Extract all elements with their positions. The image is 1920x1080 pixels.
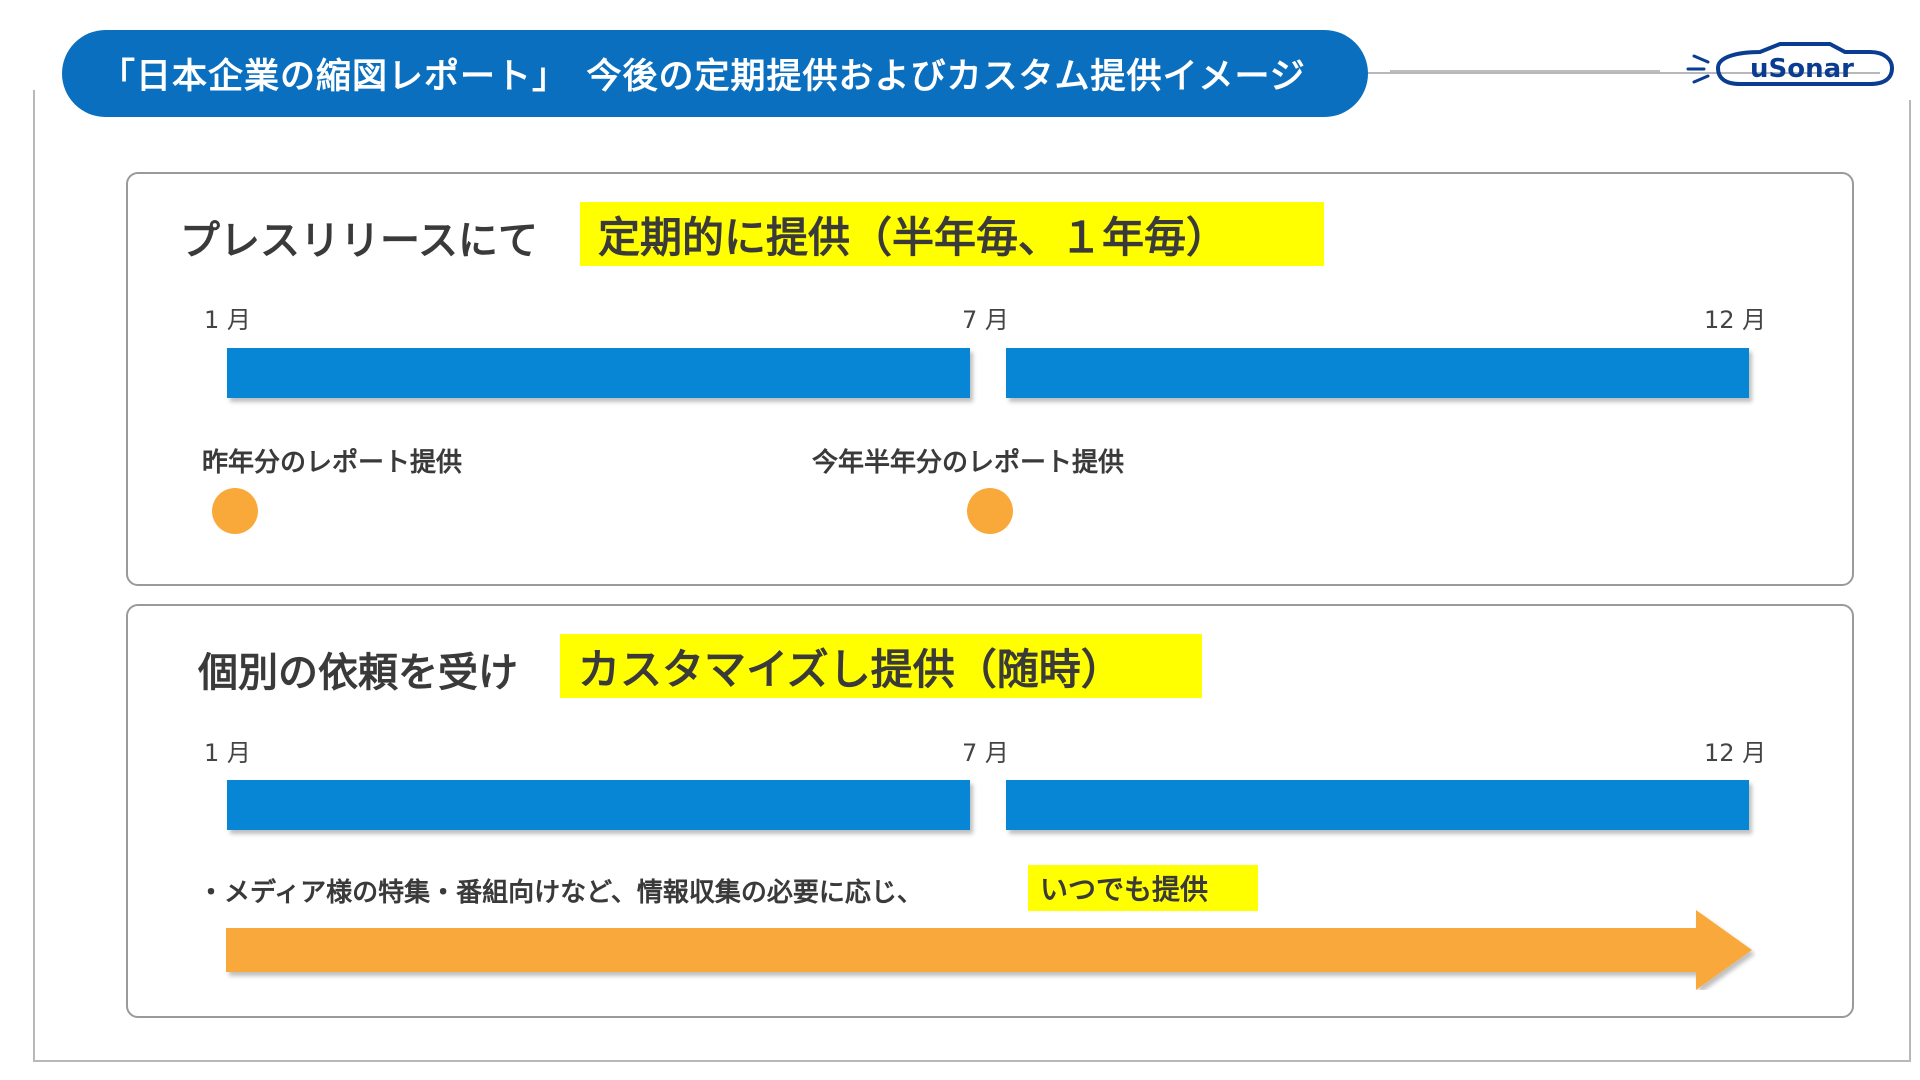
month-label-dec: 12 月 [1704,739,1767,767]
periodic-heading: プレスリリースにて [180,218,538,264]
half-year-report-label: 今年半年分のレポート提供 [812,448,1125,478]
custom-note-highlight: いつでも提供 [1028,865,1258,911]
periodic-highlight: 定期的に提供（半年毎、１年毎） [580,202,1324,266]
svg-text:uSonar: uSonar [1750,54,1854,84]
usonar-logo: uSonar [1686,42,1895,86]
custom-highlight: カスタマイズし提供（随時） [560,634,1202,698]
month-label-dec: 12 月 [1704,306,1767,334]
month-label-jul: 7 月 [962,739,1009,767]
page-title: 「日本企業の縮図レポート」 今後の定期提供およびカスタム提供イメージ [62,30,1368,117]
month-label-jan: 1 月 [204,306,251,334]
timeline-bar-first-half [227,780,970,830]
timeline-bar-second-half [1006,780,1749,830]
timeline-bar-second-half [1006,348,1749,398]
month-label-jan: 1 月 [204,739,251,767]
anytime-arrow [226,910,1752,990]
custom-heading: 個別の依頼を受け [198,650,518,696]
delivery-marker-jul [967,488,1013,534]
month-label-jul: 7 月 [962,306,1009,334]
delivery-marker-jan [212,488,258,534]
timeline-bar-first-half [227,348,970,398]
last-year-report-label: 昨年分のレポート提供 [202,448,463,478]
custom-note: ・メディア様の特集・番組向けなど、情報収集の必要に応じ、 [198,878,923,908]
header-divider [1390,70,1660,72]
